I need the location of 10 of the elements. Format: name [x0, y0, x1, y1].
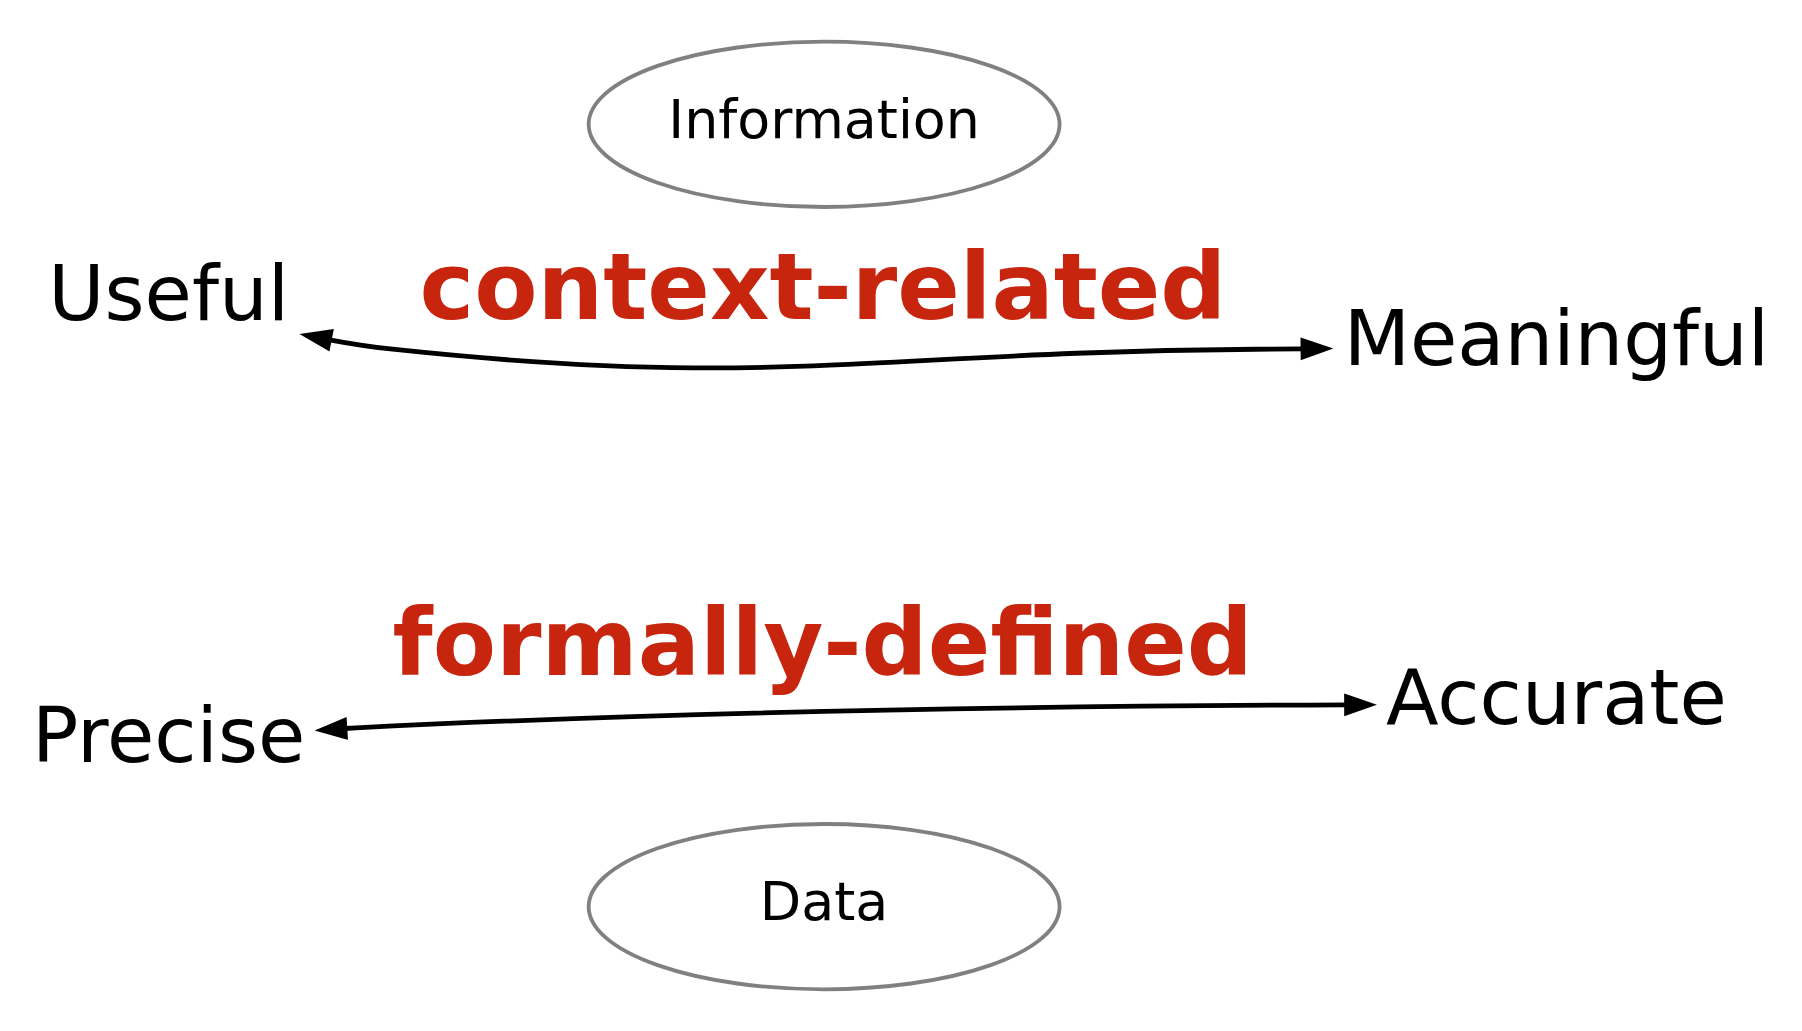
node-text: Precise — [32, 691, 306, 781]
node-text: Accurate — [1386, 653, 1727, 743]
edge-label: context-related — [419, 233, 1227, 342]
arrow — [299, 329, 1334, 371]
arrow — [314, 693, 1377, 740]
node-ellipse: Data — [586, 822, 1062, 992]
node-text: Meaningful — [1343, 293, 1770, 383]
node-text: Useful — [48, 249, 290, 339]
node-ellipse: Information — [586, 39, 1062, 209]
edge-label: formally-defined — [392, 588, 1253, 697]
